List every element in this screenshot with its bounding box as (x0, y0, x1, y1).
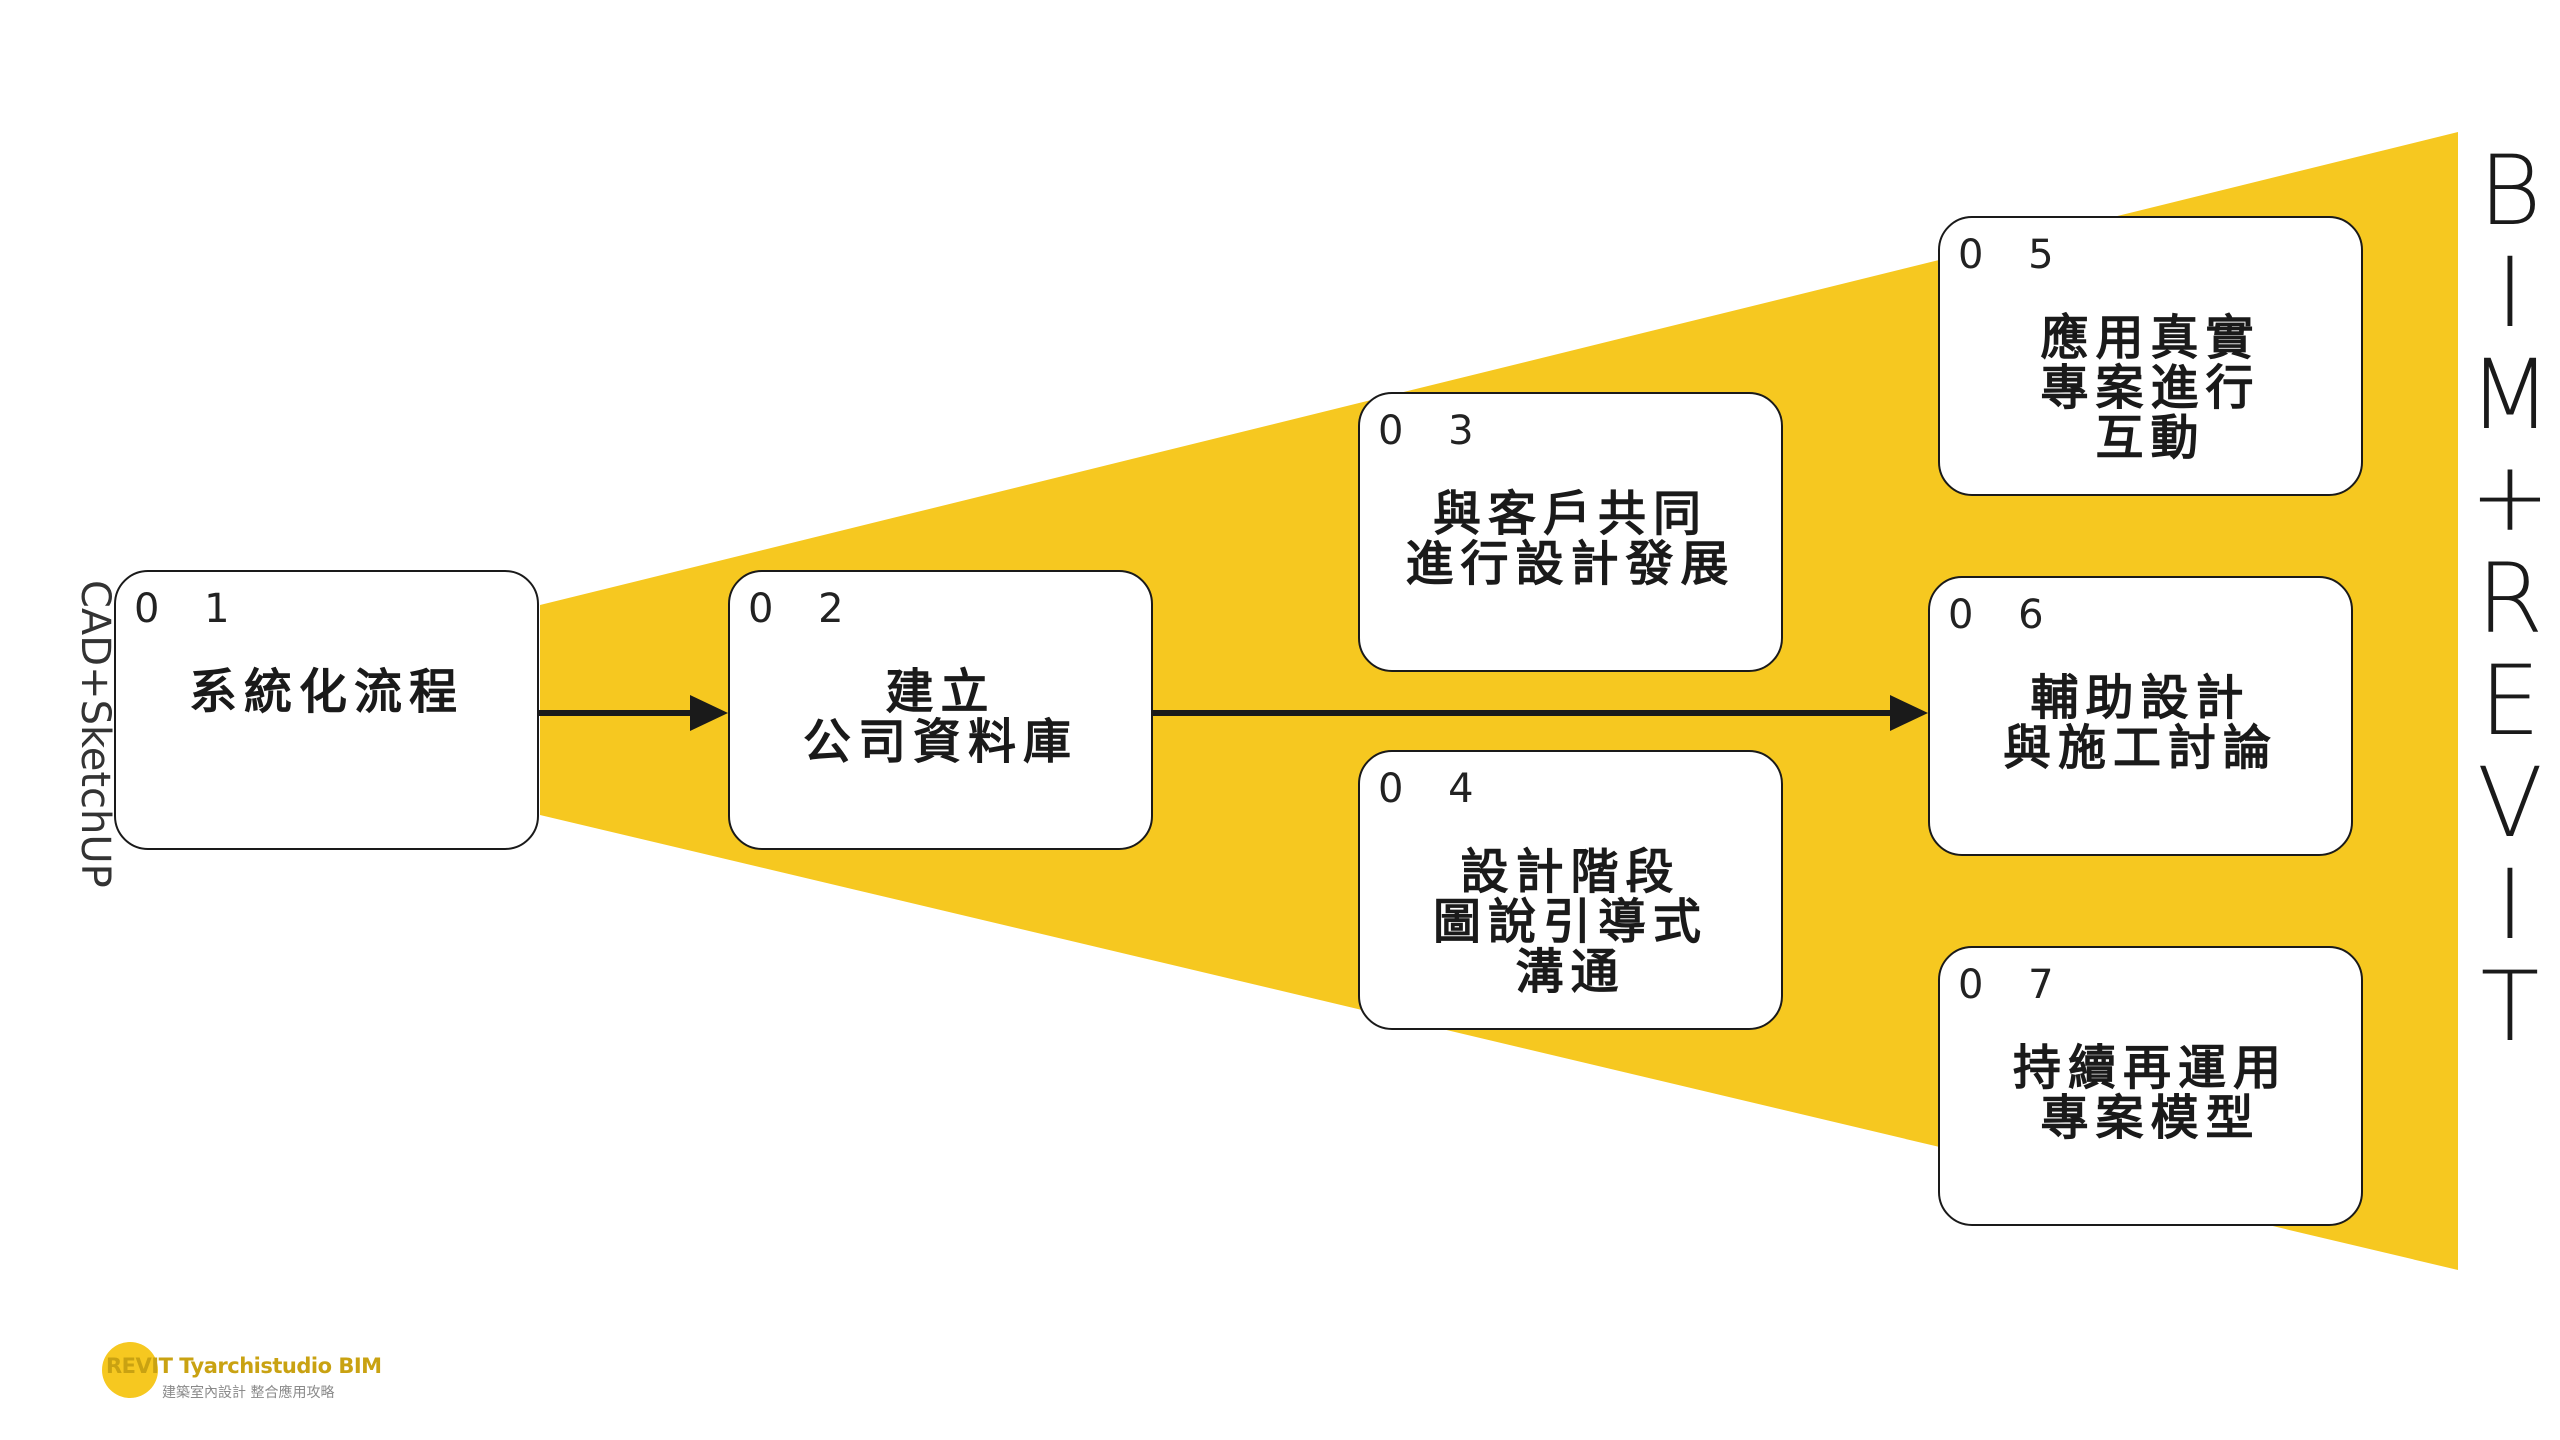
step-title-line: 進行設計發展 (1405, 536, 1736, 592)
step-title-line: 應用真實 (2040, 310, 2261, 366)
step-title: 建立 公司資料庫 (730, 667, 1151, 767)
step-title: 設計階段 圖說引導式 溝通 (1360, 847, 1781, 997)
bim-revit-letter: B (2478, 135, 2542, 247)
step-title: 系統化流程 (116, 667, 537, 717)
bim-revit-letter: M (2468, 339, 2552, 451)
step-box-02: 0 2 建立 公司資料庫 (728, 570, 1153, 850)
step-title: 持續再運用 專案模型 (1940, 1043, 2361, 1143)
flow-arrowhead (1890, 695, 1928, 731)
step-title-line: 建立 (885, 664, 996, 720)
bim-revit-letter: R (2476, 543, 2544, 655)
step-box-07: 0 7 持續再運用 專案模型 (1938, 946, 2363, 1226)
bim-revit-letter: T (2480, 951, 2540, 1063)
step-number: 0 3 (1378, 408, 1490, 454)
step-number: 0 7 (1958, 962, 2070, 1008)
logo-circle-icon (102, 1342, 158, 1398)
bim-revit-title: B I M + R E V I T (2460, 140, 2560, 1058)
step-title-line: 持續再運用 (2012, 1040, 2288, 1096)
step-box-06: 0 6 輔助設計 與施工討論 (1928, 576, 2353, 856)
bim-revit-letter: E (2479, 645, 2541, 757)
step-number: 0 2 (748, 586, 860, 632)
step-box-05: 0 5 應用真實 專案進行 互動 (1938, 216, 2363, 496)
logo-tagline: 建築室內設計 整合應用攻略 (162, 1385, 335, 1401)
step-title-line: 系統化流程 (188, 664, 464, 720)
step-title-line: 圖說引導式 (1432, 894, 1708, 950)
arrow-layer (539, 695, 1928, 731)
step-title-line: 互動 (2095, 410, 2206, 466)
step-number: 0 4 (1378, 766, 1490, 812)
step-number: 0 1 (134, 586, 246, 632)
bim-revit-letter: I (2495, 849, 2525, 961)
step-title-line: 公司資料庫 (802, 714, 1078, 770)
step-box-04: 0 4 設計階段 圖說引導式 溝通 (1358, 750, 1783, 1030)
step-title: 輔助設計 與施工討論 (1930, 673, 2351, 773)
step-number: 0 6 (1948, 592, 2060, 638)
bim-revit-letter: + (2469, 441, 2551, 553)
logo-brand-text: REVIT Tyarchistudio BIM (106, 1354, 382, 1378)
step-box-03: 0 3 與客戶共同 進行設計發展 (1358, 392, 1783, 672)
step-title-line: 專案模型 (2040, 1090, 2261, 1146)
step-title-line: 溝通 (1515, 944, 1626, 1000)
bim-revit-letter: V (2477, 747, 2543, 859)
step-title-line: 設計階段 (1460, 844, 1681, 900)
step-title-line: 專案進行 (2040, 360, 2261, 416)
step-title-line: 與客戶共同 (1432, 486, 1708, 542)
step-title: 應用真實 專案進行 互動 (1940, 313, 2361, 463)
bim-revit-letter: I (2495, 237, 2525, 349)
step-title-line: 輔助設計 (2030, 670, 2251, 726)
flow-arrowhead (690, 695, 728, 731)
step-title-line: 與施工討論 (2002, 720, 2278, 776)
brand-logo: REVIT Tyarchistudio BIM 建築室內設計 整合應用攻略 (102, 1342, 382, 1412)
step-box-01: 0 1 系統化流程 (114, 570, 539, 850)
side-label-cad-sketchup: CAD+SketchUP (72, 580, 118, 888)
step-title: 與客戶共同 進行設計發展 (1360, 489, 1781, 589)
step-number: 0 5 (1958, 232, 2070, 278)
